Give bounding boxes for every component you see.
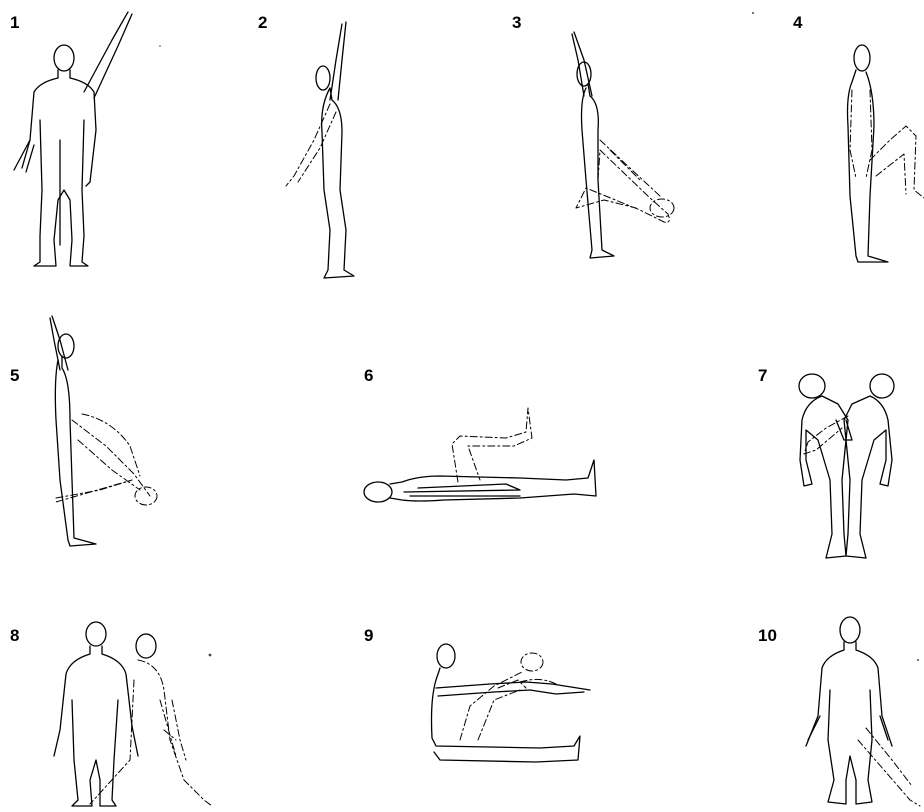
figure-5-illustration (50, 316, 157, 546)
figure-7-illustration (799, 374, 894, 558)
figure-10-illustration (806, 617, 920, 806)
figure-9-illustration (432, 644, 591, 762)
figure-2-illustration (286, 22, 354, 278)
figure-4-illustration (848, 45, 924, 262)
figure-6-illustration (364, 408, 596, 502)
figure-1-illustration (14, 12, 132, 266)
figure-8-illustration (54, 622, 212, 806)
figure-3-illustration (572, 32, 674, 258)
